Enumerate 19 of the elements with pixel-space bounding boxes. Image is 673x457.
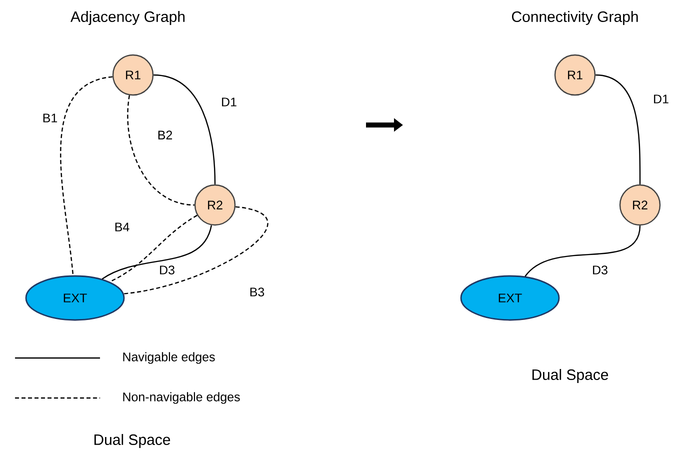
- dashed-edge: [60, 76, 113, 276]
- edge-label: B1: [41, 112, 59, 124]
- legend-text: Navigable edges: [123, 352, 215, 364]
- edge-label: B2: [156, 130, 174, 140]
- edge-line: [154, 74, 216, 184]
- edge-line: [596, 74, 641, 184]
- edge-label: D3: [591, 264, 609, 276]
- dashed-edge: [124, 206, 268, 294]
- dashed-edge: [127, 95, 194, 206]
- edge-label: D1: [220, 96, 238, 108]
- dashed-edge: [110, 214, 198, 282]
- edge-line: [524, 226, 641, 277]
- legend-text: Non-navigable edges: [123, 392, 240, 404]
- edge-label: B3: [248, 286, 266, 298]
- space-caption: Dual Space: [94, 434, 170, 448]
- edge-label: D3: [158, 264, 176, 276]
- edge-label: D1: [652, 94, 670, 104]
- edge-label: B4: [113, 222, 131, 232]
- edge-line: [102, 225, 212, 280]
